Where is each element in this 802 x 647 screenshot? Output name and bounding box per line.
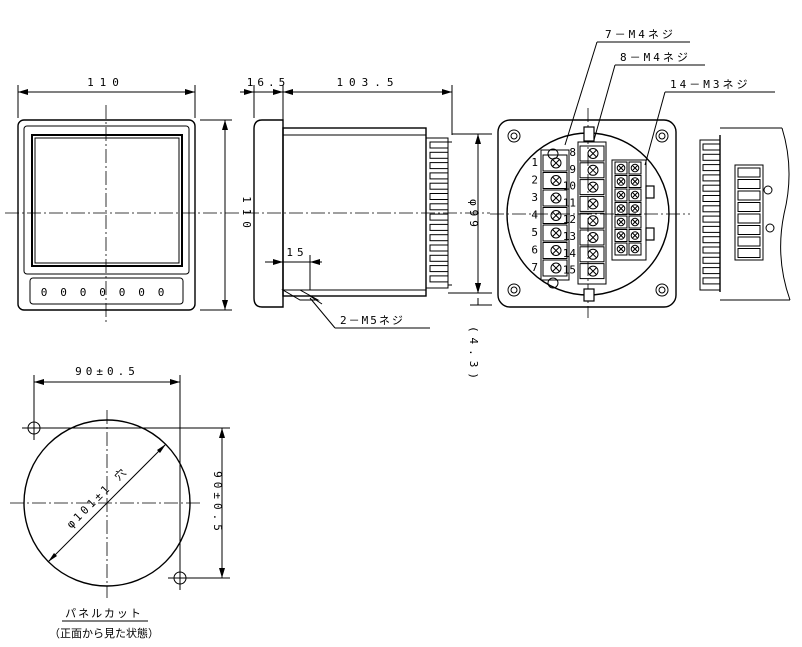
screw-offset-dim: 15 xyxy=(286,246,307,259)
front-button-1: 0 xyxy=(41,286,48,299)
terminal-right-10: 10 xyxy=(563,180,576,193)
front-button-3: 0 xyxy=(80,286,87,299)
terminal-left-7: 7 xyxy=(531,261,538,274)
terminal-right-9: 9 xyxy=(569,163,576,176)
terminal-right-12: 12 xyxy=(563,213,576,226)
terminal-right-14: 14 xyxy=(563,247,577,260)
terminal-left-4: 4 xyxy=(531,209,538,222)
front-width-dim: 110 xyxy=(87,76,125,89)
panel-cut: 90±0.5 φ101±1 穴 90±0.5 パネルカット （正面から見た状態） xyxy=(10,365,230,640)
terminal-left-2: 2 xyxy=(531,174,538,187)
front-height-dim: 110 xyxy=(240,196,253,234)
cut-diameter-dim: φ101±1 穴 xyxy=(63,463,130,530)
right-partial-view xyxy=(699,127,791,301)
m3-14-screw-label: 14－M3ネジ xyxy=(670,78,751,91)
terminal-right-13: 13 xyxy=(563,230,576,243)
terminal-right-11: 11 xyxy=(563,196,576,209)
rear-housing xyxy=(497,119,677,308)
diameter-dim: φ99 xyxy=(467,199,480,231)
cut-height-dim: 90±0.5 xyxy=(211,471,224,535)
terminal-right-8: 8 xyxy=(569,146,576,159)
side-bezel xyxy=(253,119,284,308)
terminal-right-15: 15 xyxy=(563,264,576,277)
front-button-4: 0 xyxy=(99,286,106,299)
button-panel xyxy=(29,277,184,305)
front-button-5: 0 xyxy=(119,286,126,299)
bezel-depth-dim: 16.5 xyxy=(247,76,290,89)
gap-dim: (4.3) xyxy=(467,326,480,384)
panel-cut-title: パネルカット xyxy=(65,607,143,620)
m5-screw-label: 2－M5ネジ xyxy=(340,314,405,327)
m4-7-screw-label: 7－M4ネジ xyxy=(605,28,676,41)
body-depth-dim: 103.5 xyxy=(336,76,399,89)
cut-width-dim: 90±0.5 xyxy=(75,365,139,378)
front-button-2: 0 xyxy=(60,286,67,299)
front-button-6: 0 xyxy=(138,286,145,299)
side-body xyxy=(282,127,427,297)
terminal-left-5: 5 xyxy=(531,226,538,239)
front-bezel xyxy=(17,119,196,311)
terminal-left-3: 3 xyxy=(531,191,538,204)
front-button-7: 0 xyxy=(158,286,165,299)
m4-8-screw-label: 8－M4ネジ xyxy=(620,51,691,64)
side-view: 16.5 103.5 15 2－M5ネジ φ9 xyxy=(240,76,492,384)
terminal-left-6: 6 xyxy=(531,244,538,257)
panel-cut-subtitle: （正面から見た状態） xyxy=(49,626,159,640)
display-window xyxy=(31,134,183,267)
terminal-left-1: 1 xyxy=(531,156,538,169)
